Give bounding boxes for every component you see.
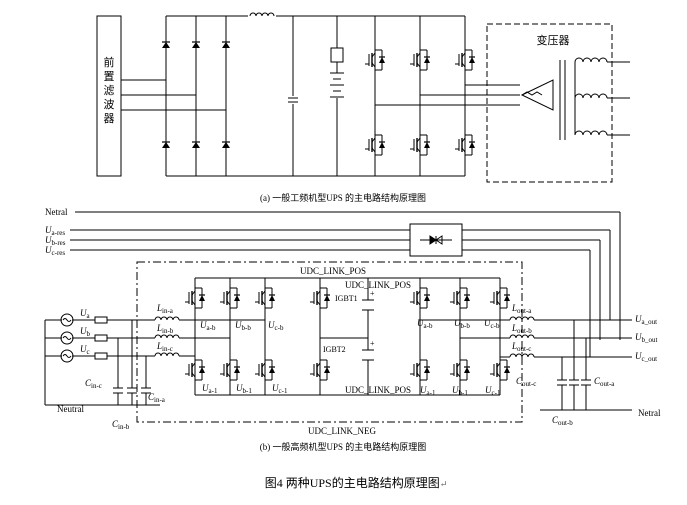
- transformer-secondary: [574, 57, 630, 136]
- static-switch-thyristors: [420, 235, 452, 245]
- caption-a: (a) 一般工频机型UPS 的主电路结构原理图: [260, 192, 426, 203]
- dc-inductor-box: [330, 47, 344, 63]
- bypass-label-b: Ub-res: [45, 235, 66, 247]
- ac-sources: [60, 313, 74, 363]
- input-inductor-labels: Lin-a Lin-b Lin-c: [156, 303, 174, 353]
- cap-plus-1: +: [370, 289, 375, 298]
- rect-top-label-b: Ub-b: [235, 320, 251, 332]
- source-label-a: Ua: [80, 308, 91, 320]
- figure-title: 图4 两种UPS的主电路结构原理图↵: [265, 475, 448, 490]
- neutral-left-label: Neutral: [57, 404, 84, 414]
- udc-link-neg: UDC_LINK_NEG: [308, 426, 376, 436]
- input-cap-labels: Cin-c Cin-a Cin-b: [85, 378, 166, 431]
- lin-label-a: Lin-a: [156, 303, 174, 315]
- pre-filter-label: 前 置 滤 波 器: [104, 55, 115, 125]
- transformer-primary: [520, 60, 566, 140]
- cout-label-a: Cout-a: [594, 376, 615, 388]
- netral-right-label: Netral: [638, 408, 661, 418]
- pre-filter-box: [96, 15, 122, 177]
- return-mark: ↵: [440, 479, 448, 489]
- pre-filter-char: 波: [104, 98, 115, 111]
- rectifier-inverter-module: [136, 261, 523, 423]
- udc-link-pos-top: UDC_LINK_POS: [300, 266, 366, 276]
- igbt1-label: IGBT1: [335, 294, 358, 303]
- lin-label-b: Lin-b: [156, 323, 174, 335]
- source-label-c: Uc: [80, 344, 90, 356]
- dc-link-capacitors: [362, 299, 374, 361]
- inv-bot-label-b: Ub-1: [452, 385, 468, 397]
- rect-bot-label-b: Ub-1: [236, 383, 252, 395]
- output-inductor-labels: Lout-a Lout-b Lout-c: [511, 303, 532, 353]
- cin-label-a: Cin-a: [148, 392, 166, 404]
- lout-label-b: Lout-b: [511, 323, 532, 335]
- netral-top-label: Netral: [45, 207, 68, 217]
- transformer-label: 变压器: [537, 33, 570, 47]
- lin-label-c: Lin-c: [156, 341, 173, 353]
- cout-label-c: Cout-c: [516, 376, 536, 388]
- pre-filter-char: 器: [104, 112, 115, 125]
- inv-top-label-a: Ua-b: [417, 318, 433, 330]
- diagram-a-wiring: [121, 15, 520, 177]
- inverter-top-labels: Ua-b Ub-b Uc-b: [417, 318, 500, 330]
- inv-bot-label-a: Ua-1: [420, 385, 436, 397]
- output-labels: Ua_out Ub_out Uc_out: [635, 314, 658, 363]
- static-switch-box: [409, 223, 463, 257]
- cout-label-b: Cout-b: [552, 415, 573, 427]
- source-labels: Ua Ub Uc: [80, 308, 91, 356]
- lout-label-c: Lout-c: [511, 341, 531, 353]
- rect-top-label-a: Ua-b: [200, 320, 216, 332]
- lout-label-a: Lout-a: [511, 303, 532, 315]
- igbt2-label: IGBT2: [323, 345, 346, 354]
- transformer-box: [486, 23, 613, 183]
- cin-label-c: Cin-c: [85, 378, 102, 390]
- input-fuses: [94, 316, 108, 360]
- pre-filter-char: 前: [104, 55, 115, 69]
- inv-bot-label-c: Uc-1: [485, 385, 501, 397]
- battery: [330, 72, 344, 98]
- udc-link-pos-mid: UDC_LINK_POS: [345, 280, 411, 290]
- output-label-c: Uc_out: [635, 351, 657, 363]
- pre-filter-char: 置: [104, 70, 115, 83]
- rectifier-top-labels: Ua-b Ub-b Uc-b: [200, 320, 284, 332]
- output-label-a: Ua_out: [635, 314, 657, 326]
- cap-plus-2: +: [370, 339, 375, 348]
- rect-top-label-c: Uc-b: [268, 320, 284, 332]
- bypass-label-c: Uc-res: [45, 245, 65, 257]
- inv-top-label-c: Uc-b: [484, 318, 500, 330]
- inv-top-label-b: Ub-b: [454, 318, 470, 330]
- output-capacitors: [557, 379, 591, 386]
- caption-b: (b) 一般高频机型UPS 的主电路结构原理图: [260, 441, 427, 452]
- source-label-b: Ub: [80, 326, 91, 338]
- bypass-labels: Ua-res Ub-res Uc-res: [45, 225, 66, 257]
- rectifier-bottom-labels: Ua-1 Ub-1 Uc-1: [202, 383, 288, 395]
- diagram-b-wiring: [44, 211, 632, 411]
- rect-bot-label-a: Ua-1: [202, 383, 218, 395]
- figure-title-text: 图4 两种UPS的主电路结构原理图: [265, 475, 440, 490]
- diagram-b: + + Netral Ua-res Ub-res Uc-res: [44, 207, 661, 436]
- pre-filter-char: 滤: [104, 84, 115, 97]
- diagram-a: 前 置 滤 波 器: [96, 12, 630, 183]
- output-label-b: Ub_out: [635, 332, 658, 344]
- inverter-bottom-labels: Ua-1 Ub-1 Uc-1: [420, 385, 501, 397]
- udc-link-pos-bottom: UDC_LINK_POS: [345, 385, 411, 395]
- cin-label-b: Cin-b: [112, 419, 130, 431]
- rect-bot-label-c: Uc-1: [272, 383, 288, 395]
- bypass-label-a: Ua-res: [45, 225, 65, 237]
- output-cap-labels: Cout-c Cout-a Cout-b: [516, 376, 615, 427]
- input-capacitors: [113, 387, 151, 394]
